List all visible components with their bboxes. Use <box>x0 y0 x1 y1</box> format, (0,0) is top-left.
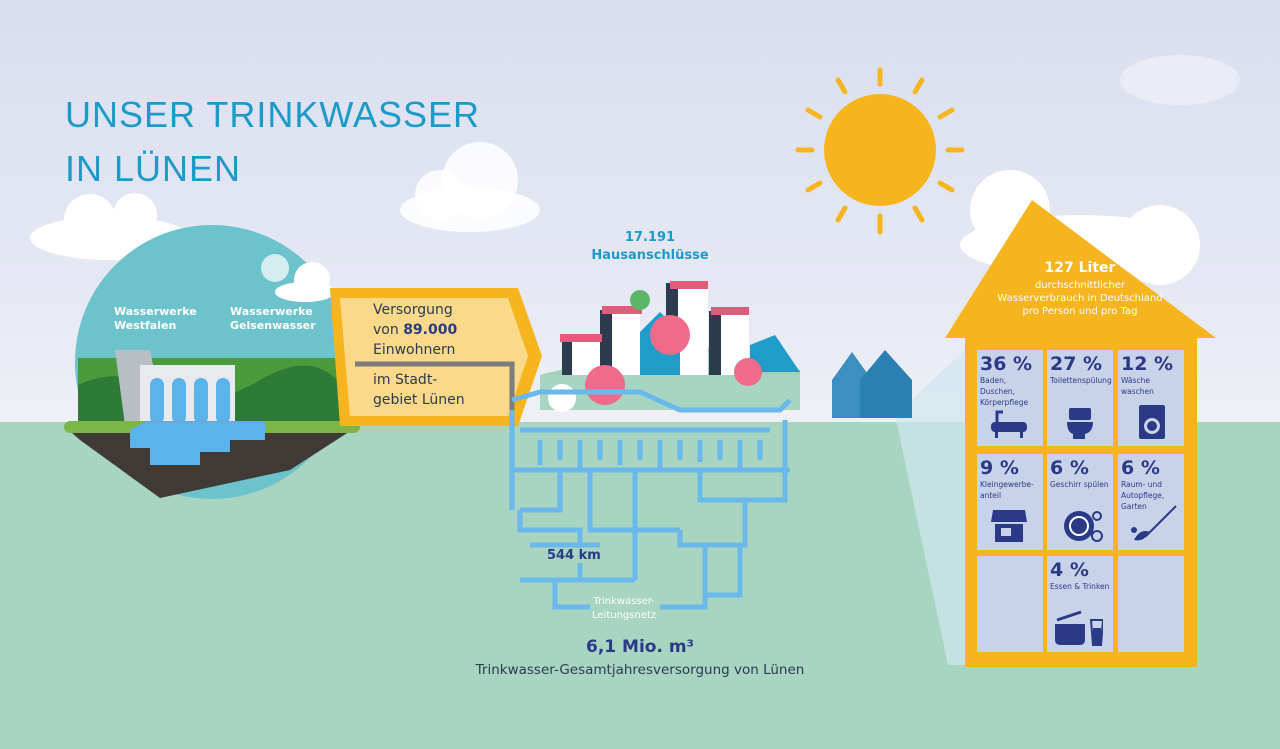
page-title: UNSER TRINKWASSER IN LÜNEN <box>65 88 480 196</box>
usage-cell-food: 4 %Essen & Trinken <box>1047 556 1113 652</box>
usage-cell-garden: 6 %Raum- und Autopflege, Garten <box>1118 454 1184 550</box>
bathtub-icon <box>991 410 1027 438</box>
pipe-network <box>509 389 792 610</box>
town-illustration <box>540 281 800 412</box>
usage-cell-empty <box>1118 556 1184 652</box>
toilet-icon <box>1067 408 1093 439</box>
usage-cell-business: 9 %Kleingewerbe-anteil <box>977 454 1043 550</box>
dishwashing-icon <box>1064 511 1103 542</box>
houses-icon <box>832 350 965 665</box>
population-value: 89.000 <box>403 322 458 338</box>
network-label: Trinkwasser-Leitungsnetz <box>592 596 657 621</box>
shop-icon <box>991 510 1027 542</box>
supply-arrow <box>330 288 542 430</box>
usage-cell-bathing: 36 %Baden, Duschen, Körperpflege <box>977 350 1043 446</box>
cooking-pot-icon <box>1055 610 1103 646</box>
waterworks-illustration <box>64 225 360 499</box>
washing-machine-icon <box>1139 405 1165 439</box>
consumption-value: 127 Liter <box>1044 260 1116 276</box>
broom-icon <box>1131 505 1177 541</box>
sun-icon <box>795 67 965 235</box>
usage-cell-empty <box>977 556 1043 652</box>
usage-cell-laundry: 12 %Wäsche waschen <box>1118 350 1184 446</box>
title-line-1: UNSER TRINKWASSER <box>65 94 481 135</box>
title-line-2: IN LÜNEN <box>65 148 242 189</box>
consumption-header: 127 Liter durchschnittlicher Wasserverbr… <box>960 260 1200 318</box>
usage-cell-toilet: 27 %Toilettenspülung <box>1047 350 1113 446</box>
annual-supply-label: Trinkwasser-Gesamtjahresversorgung von L… <box>475 662 805 678</box>
network-length: 544 km <box>545 548 603 563</box>
annual-supply-value: 6,1 Mio. m³ <box>586 637 694 657</box>
area-text: im Stadt-gebiet Lünen <box>373 372 465 408</box>
usage-cell-dishes: 6 %Geschirr spülen <box>1047 454 1113 550</box>
supply-text: Versorgung von 89.000 Einwohnern <box>373 302 458 358</box>
